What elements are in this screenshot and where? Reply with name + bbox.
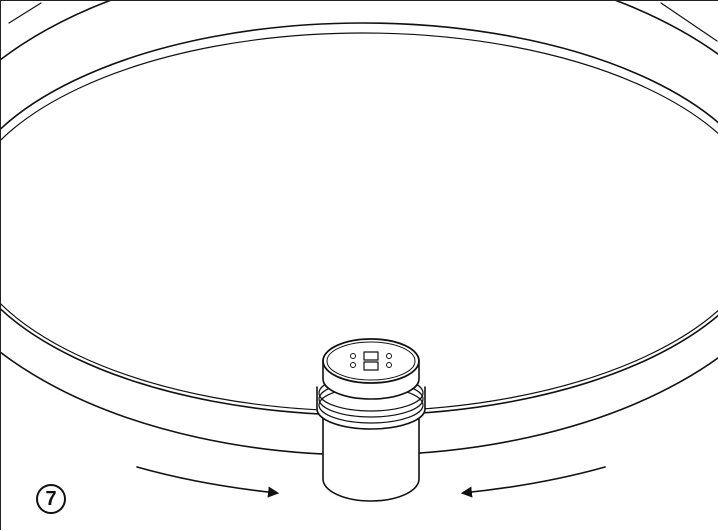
contact-dot-4 bbox=[386, 362, 392, 368]
rim-corner-left bbox=[8, 2, 42, 24]
contact-dot-3 bbox=[386, 353, 392, 359]
cap-top bbox=[322, 338, 420, 384]
contact-pad-top bbox=[363, 351, 379, 361]
arrow-left bbox=[136, 466, 280, 498]
arrow-right bbox=[460, 466, 606, 498]
step-number-badge: 7 bbox=[36, 484, 66, 514]
connector-neck bbox=[316, 386, 426, 430]
contact-dot-2 bbox=[350, 362, 356, 368]
connector-body bbox=[322, 416, 420, 502]
rotation-arrows-icon bbox=[136, 466, 606, 498]
connector-icon bbox=[316, 338, 426, 502]
contact-pad-bottom bbox=[363, 361, 379, 371]
contact-dot-1 bbox=[350, 353, 356, 359]
cap-top-inner bbox=[326, 341, 416, 381]
rim-corner-right bbox=[660, 2, 718, 42]
step-number-label: 7 bbox=[45, 488, 57, 510]
